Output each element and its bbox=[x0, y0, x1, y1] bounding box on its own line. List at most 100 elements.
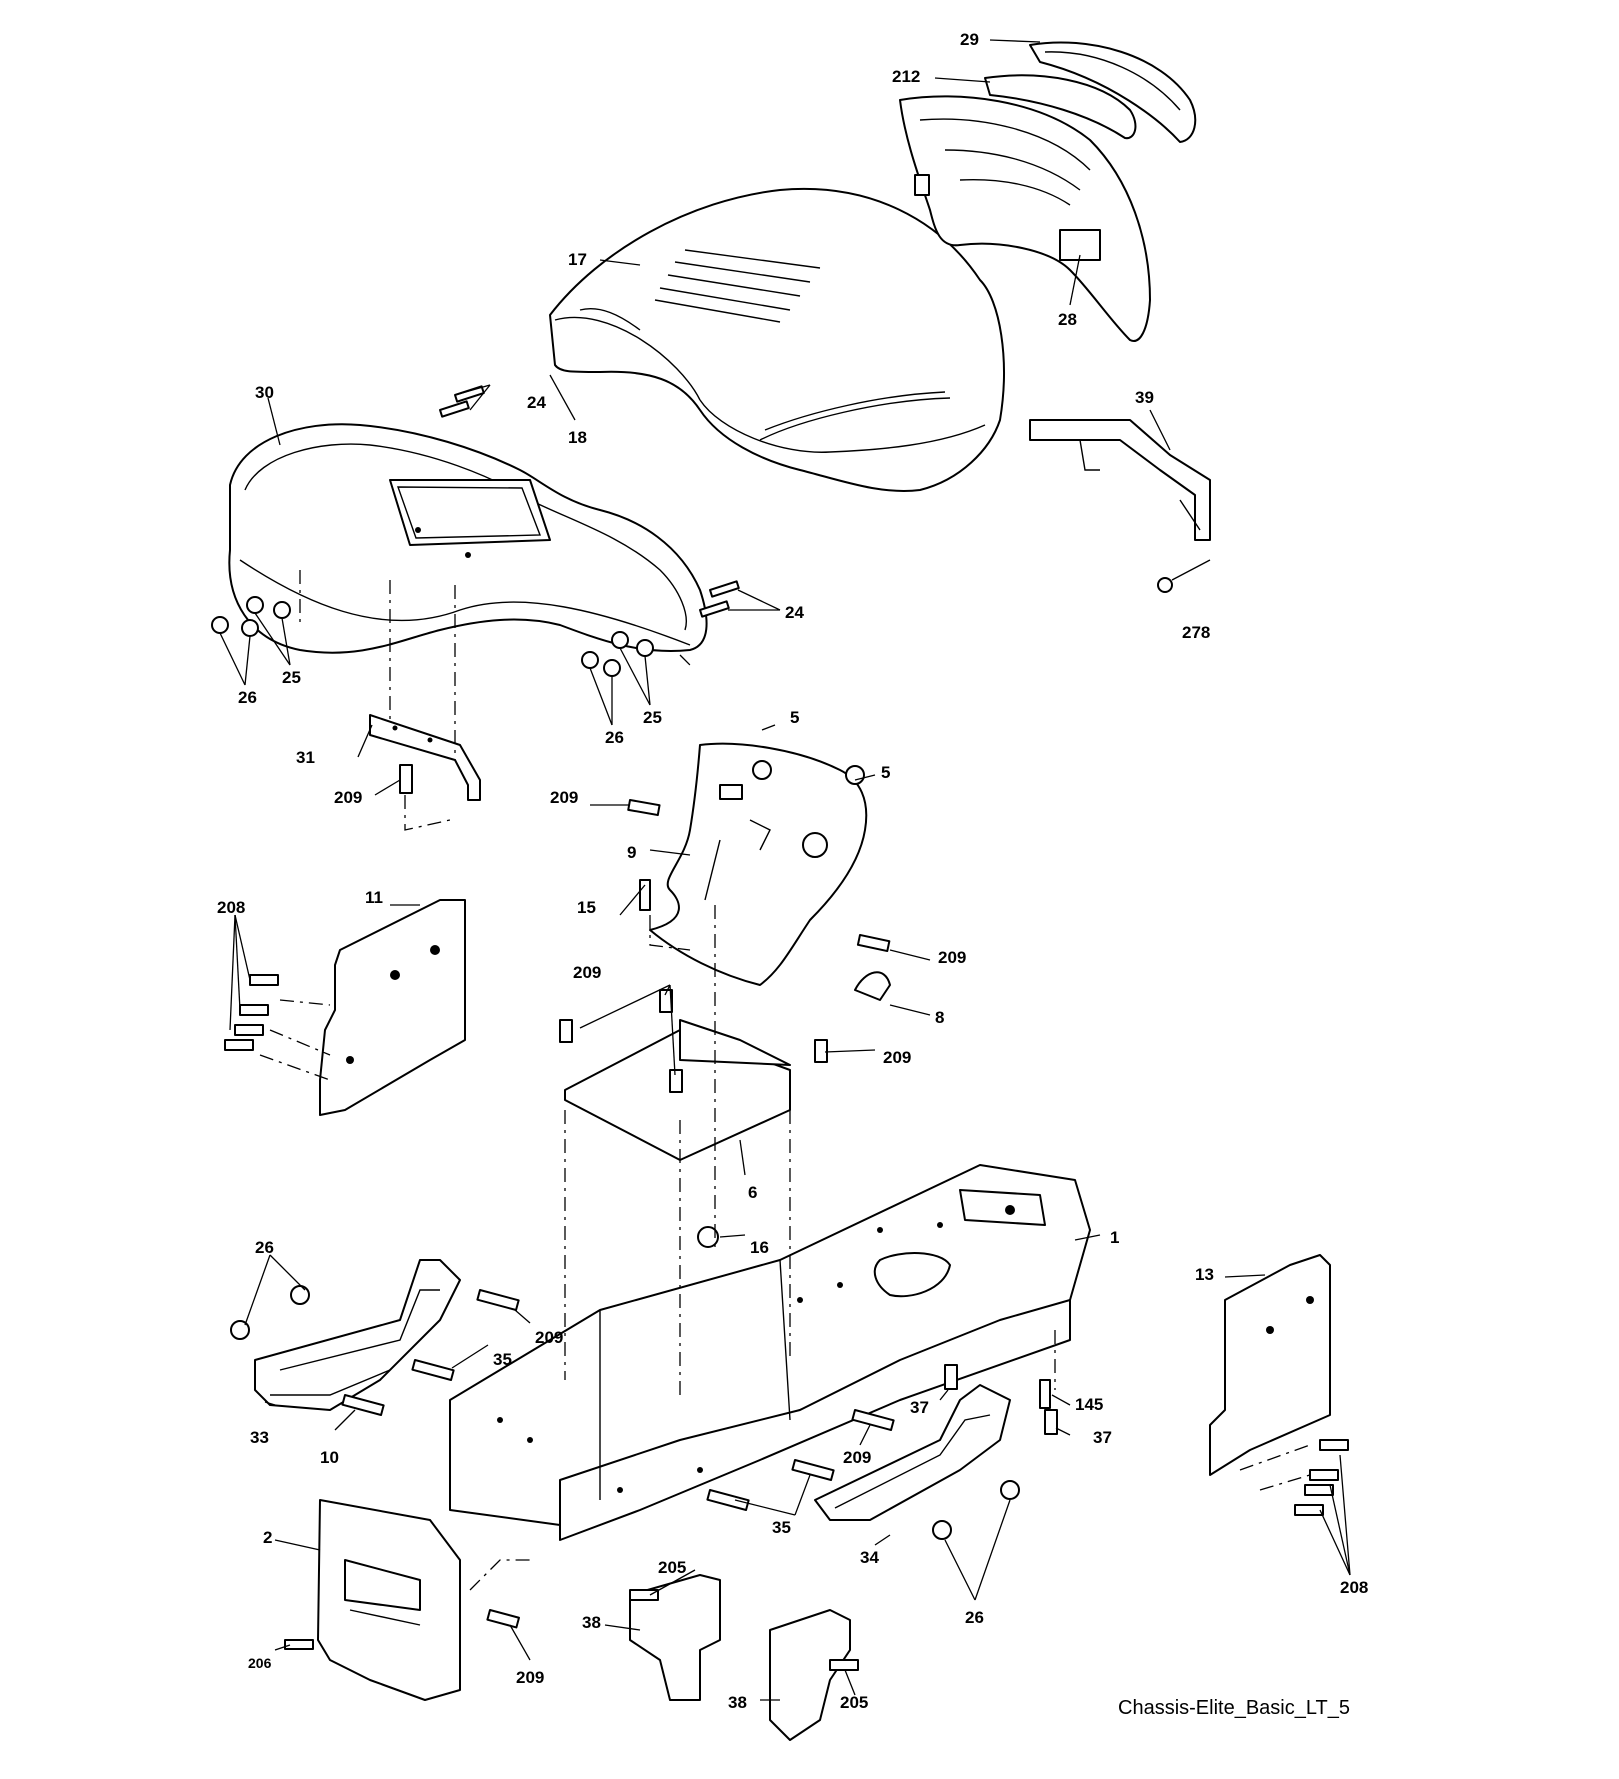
callout-5-right: 5 bbox=[881, 763, 890, 782]
screws-208-right bbox=[1294, 1439, 1349, 1516]
hood-part bbox=[549, 188, 1005, 492]
callout-26-right: 26 bbox=[605, 728, 624, 747]
callout-17: 17 bbox=[568, 250, 587, 269]
callout-37-upper: 37 bbox=[910, 1398, 929, 1417]
callout-26-left: 26 bbox=[238, 688, 257, 707]
screw-209-dash-left bbox=[627, 799, 661, 817]
callout-8: 8 bbox=[935, 1008, 944, 1027]
side-panel-13-part bbox=[1209, 1254, 1331, 1476]
callout-25-right: 25 bbox=[643, 708, 662, 727]
callout-26-footrest-right: 26 bbox=[965, 1608, 984, 1627]
callouts: 29 212 17 28 30 24 18 39 24 278 25 26 25… bbox=[217, 30, 1368, 1712]
bolts-35-right bbox=[706, 1459, 835, 1512]
callout-35-right: 35 bbox=[772, 1518, 791, 1537]
bolt-145 bbox=[1039, 1379, 1051, 1409]
nuts-washers-left bbox=[211, 596, 291, 637]
bolt-209-frame-right bbox=[851, 1409, 895, 1432]
callout-205-right: 205 bbox=[840, 1693, 868, 1712]
callout-5-left: 5 bbox=[790, 708, 799, 727]
bolts-37 bbox=[944, 1364, 1058, 1435]
dash-panel-part bbox=[649, 742, 868, 986]
clip-8-part bbox=[854, 971, 891, 1001]
assembly-lines bbox=[259, 570, 1311, 1591]
callout-39: 39 bbox=[1135, 388, 1154, 407]
callout-24-lower: 24 bbox=[785, 603, 804, 622]
callout-206: 206 bbox=[248, 1655, 272, 1671]
screw-209-front bbox=[486, 1609, 520, 1629]
nut-16 bbox=[697, 1226, 719, 1248]
callout-209-dash-right: 209 bbox=[938, 948, 966, 967]
screw-278 bbox=[1157, 559, 1211, 593]
callout-26-footrest-left: 26 bbox=[255, 1238, 274, 1257]
bolt-10 bbox=[341, 1393, 385, 1417]
bolt-209-frame bbox=[476, 1288, 520, 1312]
callout-209-plate: 209 bbox=[573, 963, 601, 982]
screws-208-left bbox=[224, 974, 279, 1051]
nuts-26-right bbox=[932, 1480, 1020, 1540]
screw-209-31 bbox=[399, 764, 413, 794]
callout-31: 31 bbox=[296, 748, 315, 767]
callout-209-plate-right: 209 bbox=[883, 1048, 911, 1067]
nuts-washers-right bbox=[581, 631, 654, 677]
callout-209-frame: 209 bbox=[535, 1328, 563, 1347]
callout-25-left: 25 bbox=[282, 668, 301, 687]
callout-30: 30 bbox=[255, 383, 274, 402]
callout-11: 11 bbox=[365, 888, 383, 907]
callout-1: 1 bbox=[1110, 1228, 1119, 1247]
grille-part bbox=[899, 95, 1151, 342]
callout-278: 278 bbox=[1182, 623, 1210, 642]
callout-9: 9 bbox=[627, 843, 636, 862]
trim-29-part bbox=[1029, 41, 1197, 143]
side-panel-11-part bbox=[319, 899, 466, 1116]
bolt-15 bbox=[639, 879, 651, 911]
bracket-39-part bbox=[1029, 419, 1211, 541]
callout-6: 6 bbox=[748, 1183, 757, 1202]
fender-part bbox=[228, 423, 708, 654]
callout-209-frame-right: 209 bbox=[843, 1448, 871, 1467]
callout-145: 145 bbox=[1075, 1395, 1103, 1414]
callout-16: 16 bbox=[750, 1238, 769, 1257]
callout-10: 10 bbox=[320, 1448, 339, 1467]
callout-18: 18 bbox=[568, 428, 587, 447]
bolts-24-lower bbox=[699, 580, 740, 618]
screws-205 bbox=[629, 1589, 859, 1671]
callout-29: 29 bbox=[960, 30, 979, 49]
diagram-caption: Chassis-Elite_Basic_LT_5 bbox=[1118, 1697, 1350, 1719]
callout-13: 13 bbox=[1195, 1265, 1214, 1284]
frame-part bbox=[449, 1164, 1091, 1541]
callout-212: 212 bbox=[892, 67, 920, 86]
callout-208-right: 208 bbox=[1340, 1578, 1368, 1597]
callout-38-left: 38 bbox=[582, 1613, 601, 1632]
footrest-34-part bbox=[814, 1384, 1011, 1521]
callout-209-31: 209 bbox=[334, 788, 362, 807]
front-bracket-part bbox=[317, 1499, 461, 1701]
screw-209-dash-right bbox=[856, 934, 891, 953]
callout-24-upper: 24 bbox=[527, 393, 546, 412]
trim-212-part bbox=[984, 74, 1137, 140]
bolts-24-upper bbox=[438, 385, 485, 418]
plate-6-part bbox=[564, 1019, 791, 1161]
footrest-33-part bbox=[254, 1259, 461, 1411]
nuts-26-left bbox=[230, 1285, 310, 1340]
bracket-31-part bbox=[369, 714, 481, 801]
leader-lines bbox=[219, 39, 1351, 1701]
callout-37-lower: 37 bbox=[1093, 1428, 1112, 1447]
callout-2: 2 bbox=[263, 1528, 272, 1547]
callout-34: 34 bbox=[860, 1548, 879, 1567]
callout-28: 28 bbox=[1058, 310, 1077, 329]
screws-209-plate bbox=[559, 989, 828, 1093]
callout-208-left: 208 bbox=[217, 898, 245, 917]
callout-33: 33 bbox=[250, 1428, 269, 1447]
bracket-38-left bbox=[629, 1574, 721, 1701]
callout-35-left: 35 bbox=[493, 1350, 512, 1369]
callout-205-left: 205 bbox=[658, 1558, 686, 1577]
callout-38-right: 38 bbox=[728, 1693, 747, 1712]
bolt-35-left bbox=[411, 1358, 455, 1382]
callout-15: 15 bbox=[577, 898, 596, 917]
callout-209-dash-left: 209 bbox=[550, 788, 578, 807]
screw-206 bbox=[284, 1639, 314, 1650]
callout-209-front: 209 bbox=[516, 1668, 544, 1687]
bracket-38-right bbox=[769, 1609, 851, 1741]
